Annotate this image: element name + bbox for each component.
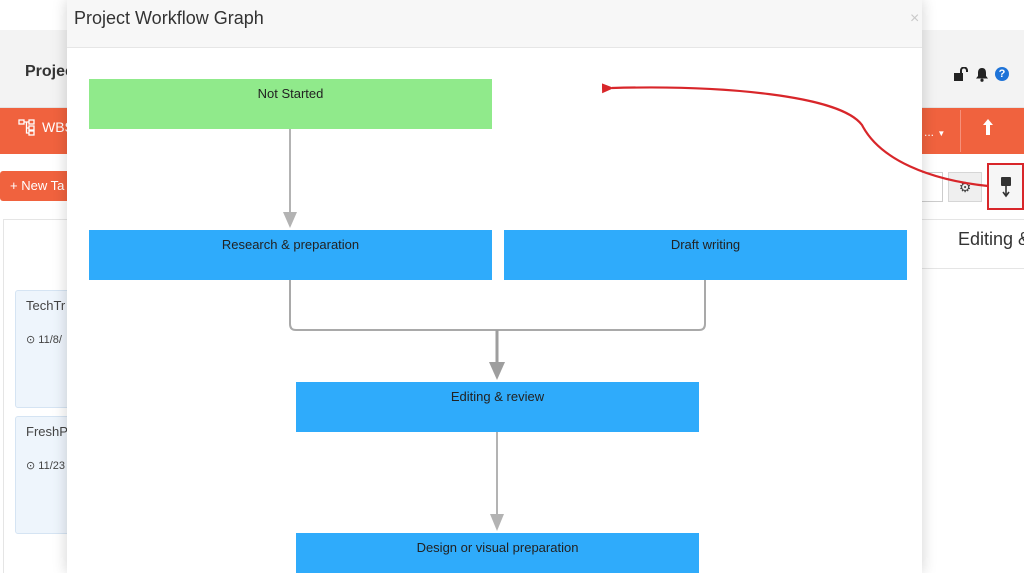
- column-divider: [920, 268, 1024, 269]
- workflow-graph-icon: [1000, 176, 1011, 197]
- wbs-button[interactable]: WBS: [18, 118, 74, 136]
- wbs-label: WBS: [42, 119, 74, 135]
- workflow-graph-button[interactable]: [987, 163, 1024, 210]
- task-card-date: ⊙ 11/23: [26, 459, 65, 472]
- unlock-icon[interactable]: [953, 66, 969, 82]
- task-card-title: FreshP: [26, 424, 68, 439]
- workflow-node-draft-writing[interactable]: Draft writing: [504, 230, 907, 280]
- modal-header: Project Workflow Graph ×: [67, 0, 922, 48]
- upload-button[interactable]: [978, 118, 998, 142]
- toolbar-divider: [960, 110, 961, 152]
- settings-button[interactable]: ⚙: [948, 172, 982, 202]
- page-title: Projec: [25, 63, 74, 80]
- task-card-date: ⊙ 11/8/: [26, 333, 64, 346]
- more-label: ...: [924, 125, 935, 139]
- workflow-node-design[interactable]: Design or visual preparation: [296, 533, 699, 573]
- task-card-title: TechTr: [26, 298, 66, 313]
- help-icon[interactable]: ?: [995, 67, 1009, 81]
- bell-icon[interactable]: [974, 66, 990, 82]
- workflow-node-not-started[interactable]: Not Started: [89, 79, 492, 129]
- more-dropdown-button[interactable]: ... ▼: [924, 125, 945, 139]
- new-task-button[interactable]: + New Ta: [0, 171, 72, 201]
- header-icons: ?: [953, 66, 1009, 82]
- close-icon[interactable]: ×: [910, 10, 920, 27]
- upload-icon: [983, 119, 993, 135]
- workflow-node-editing[interactable]: Editing & review: [296, 382, 699, 432]
- task-card-date-value: 11/8/: [38, 334, 62, 346]
- workflow-node-research[interactable]: Research & preparation: [89, 230, 492, 280]
- clock-icon: ⊙: [26, 334, 36, 346]
- task-card[interactable]: FreshP ⊙ 11/23: [15, 416, 75, 534]
- column-header-editing: Editing &: [958, 229, 1024, 249]
- modal-title: Project Workflow Graph: [74, 8, 264, 28]
- caret-down-icon: ▼: [937, 129, 946, 138]
- task-card[interactable]: TechTr ⊙ 11/8/: [15, 290, 75, 408]
- clock-icon: ⊙: [26, 460, 36, 472]
- gear-icon: ⚙: [958, 178, 972, 195]
- task-card-date-value: 11/23: [38, 460, 65, 472]
- hierarchy-icon: [18, 119, 35, 136]
